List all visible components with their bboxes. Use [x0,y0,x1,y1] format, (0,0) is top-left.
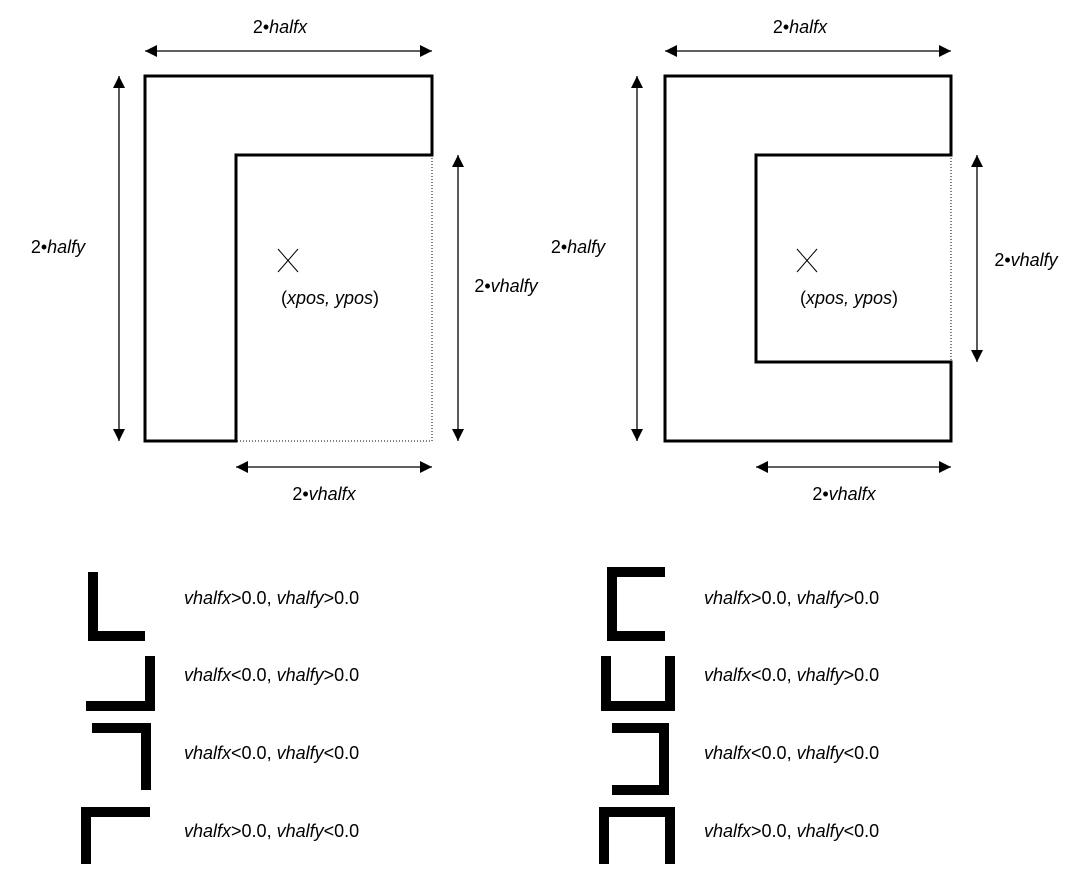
legend-right-row-1: vhalfx>0.0, vhalfy>0.0 [704,588,879,608]
c-center-label: (xpos, ypos) [800,288,898,308]
c-icon-u [601,656,675,711]
legend-left-row-4: vhalfx>0.0, vhalfy<0.0 [184,821,359,841]
c-width-label: 2•halfx [773,17,828,37]
l-height-label: 2•halfy [31,237,86,257]
c-shape-diagram: 2•halfx 2•halfy 2•vhalfy 2•vhalfx (xpos,… [551,17,1059,504]
l-icon-mirrored-x [86,656,155,711]
l-void-height-label: 2•vhalfy [474,276,538,296]
legend-right-row-3: vhalfx<0.0, vhalfy<0.0 [704,743,879,763]
l-shape-outline [143,74,434,443]
l-icon-rotated [92,723,151,790]
l-icon-normal [88,572,145,641]
l-width-label: 2•halfx [253,17,308,37]
l-orientation-icons [81,572,155,864]
legend-left-row-1: vhalfx>0.0, vhalfy>0.0 [184,588,359,608]
l-center-cross-icon [277,248,299,273]
c-center-cross-icon [796,248,818,273]
c-void-width-label: 2•vhalfx [812,484,876,504]
c-void-height-label: 2•vhalfy [994,250,1058,270]
legend-right-row-4: vhalfx>0.0, vhalfy<0.0 [704,821,879,841]
c-height-label: 2•halfy [551,237,606,257]
c-shape-outline [663,74,953,443]
legend-left-row-3: vhalfx<0.0, vhalfy<0.0 [184,743,359,763]
l-shape-diagram: 2•halfx 2•halfy 2•vhalfy 2•vhalfx (xpos,… [31,17,539,504]
c-icon-reversed [612,723,669,795]
c-icon-normal [607,567,665,641]
legend-right: vhalfx>0.0, vhalfy>0.0 vhalfx<0.0, vhalf… [704,588,879,841]
legend-left-row-2: vhalfx<0.0, vhalfy>0.0 [184,665,359,685]
legend-right-row-2: vhalfx<0.0, vhalfy>0.0 [704,665,879,685]
c-icon-n [599,807,675,864]
c-orientation-icons [599,567,675,864]
l-void-width-label: 2•vhalfx [292,484,356,504]
legend-left: vhalfx>0.0, vhalfy>0.0 vhalfx<0.0, vhalf… [184,588,359,841]
l-icon-mirrored-y [81,807,150,864]
l-shape-void-boundary [236,155,433,442]
l-center-label: (xpos, ypos) [281,288,379,308]
